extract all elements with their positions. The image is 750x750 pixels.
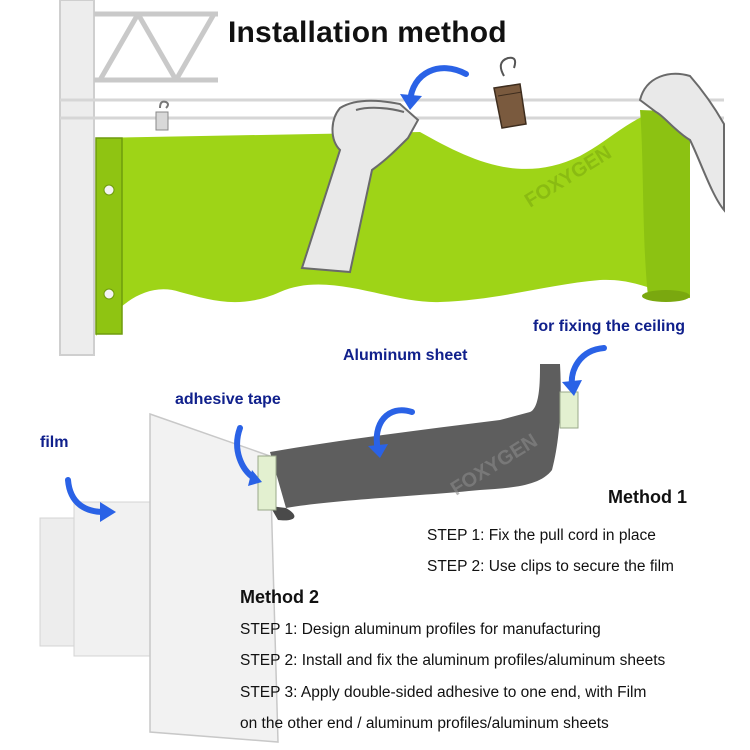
hand-right (638, 72, 725, 213)
label-adhesive-tape: adhesive tape (175, 391, 281, 408)
label-ceiling: for fixing the ceiling (533, 318, 686, 335)
truss-frame (59, 0, 724, 356)
label-film: film (40, 434, 69, 451)
method1-step-1: STEP 1: Fix the pull cord in place (427, 527, 656, 544)
arrow-film (65, 477, 107, 515)
hand-left (300, 99, 420, 274)
method2-step-3-continued: on the other end / aluminum profiles/alu… (240, 715, 609, 732)
arrow-ceiling (568, 345, 607, 389)
method1-heading: Method 1 (608, 487, 687, 507)
hanging-clip (493, 56, 527, 129)
method2-step-2: STEP 2: Install and fix the aluminum pro… (240, 652, 666, 669)
method1-step-2: STEP 2: Use clips to secure the film (427, 558, 674, 575)
page-title: Installation method (228, 16, 507, 49)
method2-step-1: STEP 1: Design aluminum profiles for man… (240, 621, 601, 638)
method2-heading: Method 2 (240, 587, 319, 607)
method2-step-3: STEP 3: Apply double-sided adhesive to o… (240, 684, 647, 701)
blue-arrow-heads (100, 380, 582, 522)
arrow-top-clip-head (400, 94, 422, 110)
hook-clip-small (155, 100, 169, 131)
label-aluminum-sheet: Aluminum sheet (343, 347, 468, 364)
arrow-top-clip (407, 65, 469, 105)
arrow-aluminum (373, 407, 415, 453)
green-film-sheet (95, 110, 690, 336)
aluminum-profile (257, 364, 579, 521)
film-panel (39, 412, 279, 743)
